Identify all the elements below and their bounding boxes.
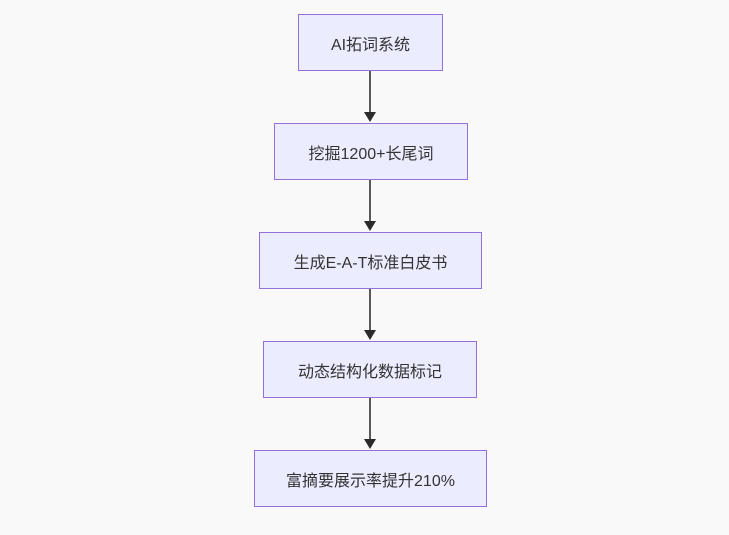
flowchart-node-structured-data-markup: 动态结构化数据标记 [263, 341, 477, 398]
arrow-down-icon [364, 221, 376, 231]
flowchart-node-ai-word-system: AI拓词系统 [298, 14, 443, 71]
arrow-down-icon [364, 330, 376, 340]
node-label: 动态结构化数据标记 [297, 363, 442, 381]
flowchart-edge-line [369, 71, 371, 112]
flowchart-edge-line [369, 398, 371, 439]
node-label: 富摘要展示率提升210% [286, 472, 455, 490]
node-label: 挖掘1200+长尾词 [308, 145, 434, 163]
node-label: 生成E-A-T标准白皮书 [293, 254, 448, 272]
flowchart-node-rich-snippet-rate: 富摘要展示率提升210% [254, 450, 487, 507]
node-label: AI拓词系统 [330, 36, 411, 54]
flowchart-edge-line [369, 289, 371, 330]
flowchart-edge-line [369, 180, 371, 221]
arrow-down-icon [364, 112, 376, 122]
arrow-down-icon [364, 439, 376, 449]
flowchart-node-longtail-keywords: 挖掘1200+长尾词 [274, 123, 468, 180]
flowchart-node-eat-whitepaper: 生成E-A-T标准白皮书 [259, 232, 482, 289]
